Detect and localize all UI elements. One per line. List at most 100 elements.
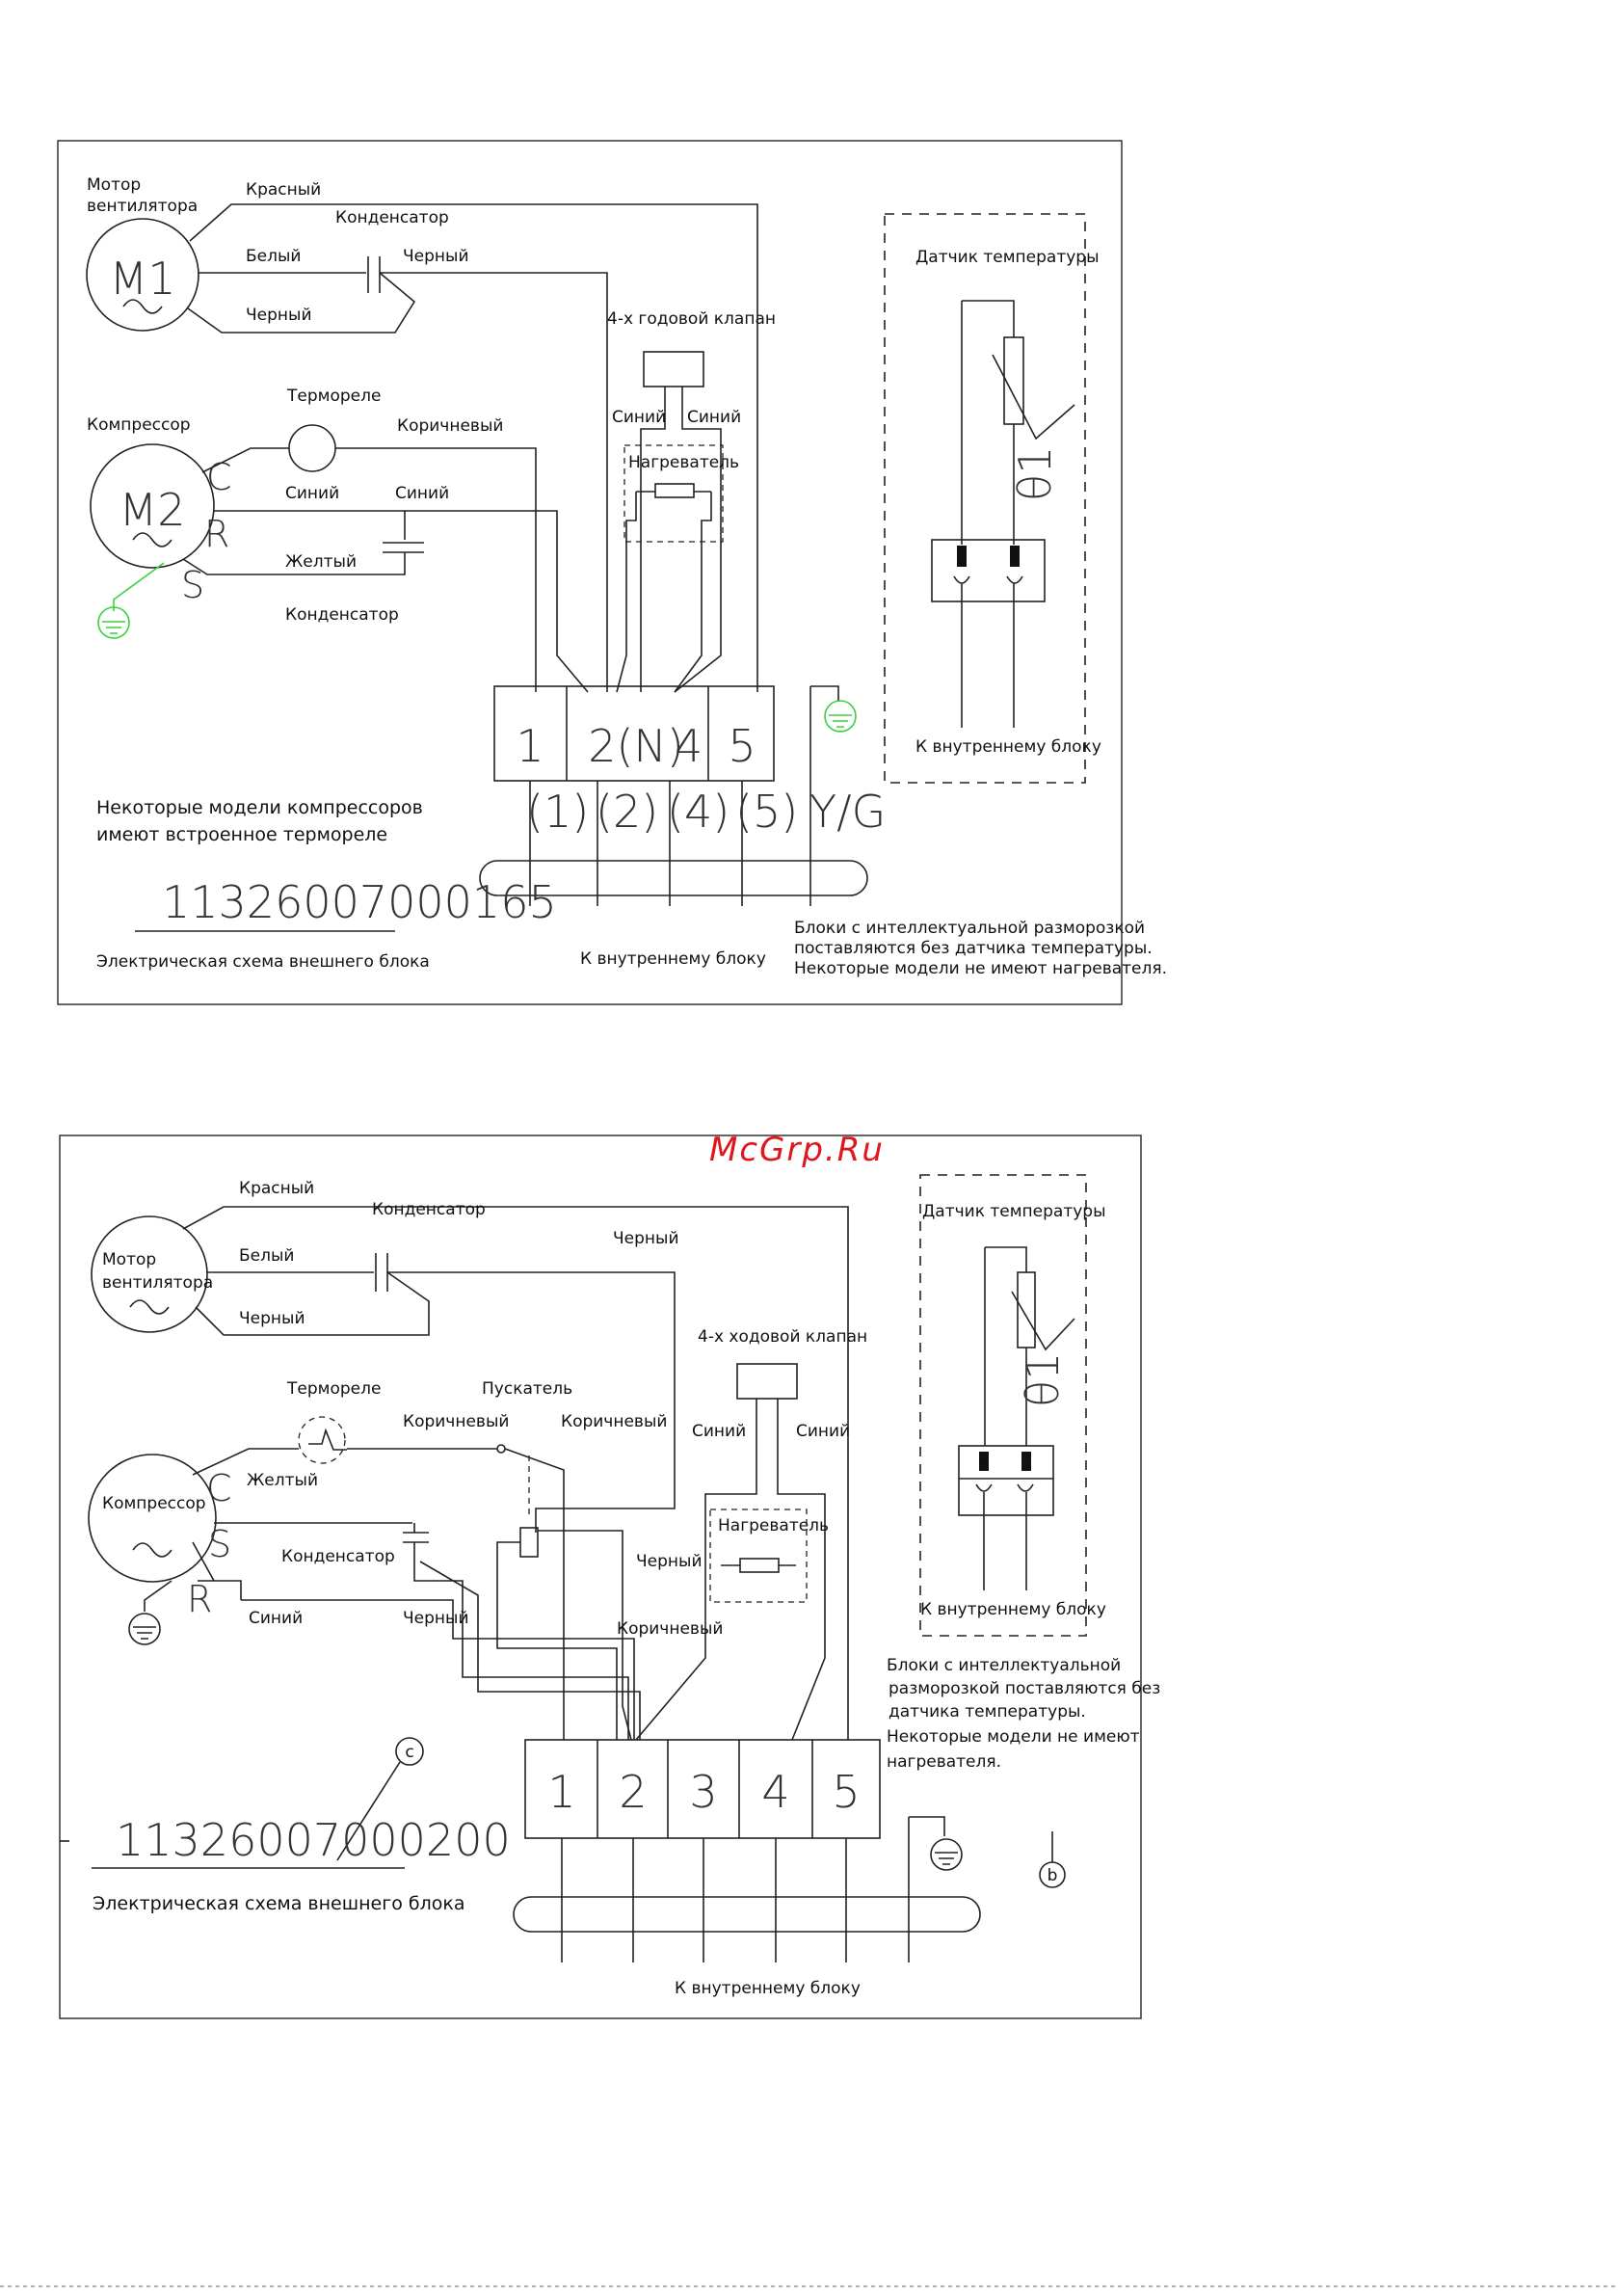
caption-2: Электрическая схема внешнего блока [93, 1893, 464, 1914]
fan-motor-label-1: Мотор [87, 175, 141, 195]
label-term-r-2: R [187, 1578, 212, 1620]
wire-ground-yg [809, 685, 839, 906]
fan-motor-m1-symbol [86, 218, 199, 332]
right-note-2-line-3: датчика температуры. [889, 1702, 1086, 1722]
label-wire-black-2: Черный [246, 306, 312, 325]
starter-switch [504, 1448, 565, 1740]
sensor-bottom-1: К внутреннему блоку [915, 737, 1101, 757]
note-line-2: имеют встроенное термореле [96, 824, 387, 845]
wire-black-from-capacitor [380, 272, 608, 692]
wire-black-comp-2 [419, 1561, 641, 1740]
wire-blue-valve-2b [777, 1399, 826, 1741]
terminal2-5: 5 [832, 1766, 860, 1818]
label-wire-brown-2a: Коричневый [403, 1412, 509, 1431]
wire-blue-valve-2 [674, 387, 722, 693]
terminal-sub-yg: Y/G [809, 786, 886, 838]
sensor-wire-2b [1011, 1291, 1075, 1446]
fan-motor-m1-text: M1 [110, 253, 176, 305]
ground-icon-terminal [824, 700, 857, 733]
to-indoor-2: К внутреннему блоку [675, 1979, 861, 1998]
label-wire-black-comp-2: Черный [403, 1609, 469, 1628]
sensor-connector-2 [958, 1445, 1054, 1516]
wire-compressor-r [192, 1541, 242, 1600]
sensor-wires-down-2 [975, 1483, 1034, 1590]
right-note-1-line-2: поставляются без датчика температуры. [794, 939, 1153, 958]
terminal2-2: 2 [619, 1766, 647, 1818]
wire-heater-a [616, 492, 637, 693]
part-number-2: 11326007000200 [116, 1814, 511, 1866]
wire-heater-b [674, 492, 712, 693]
label-wire-brown-2b: Коричневый [561, 1412, 667, 1431]
cable-clamp-1 [479, 860, 868, 896]
connector-pin-2b [1021, 1452, 1031, 1471]
label-wire-black-fan-2: Черный [239, 1309, 305, 1328]
marker-b: b [1048, 1866, 1058, 1885]
right-note-2-line-4: Некоторые модели не имеют [887, 1727, 1140, 1747]
fan-motor-label-2a: Мотор [102, 1250, 156, 1269]
starter-contact-dot [496, 1444, 506, 1454]
label-four-way-valve-2: 4-х ходовой клапан [698, 1327, 867, 1347]
label-four-way-valve: 4-х годовой клапан [607, 309, 776, 329]
marker-c-leader [336, 1761, 401, 1861]
fan-motor-ac-icon [122, 299, 163, 314]
label-wire-white: Белый [246, 247, 301, 266]
fan-motor-ac-icon-2 [129, 1299, 170, 1315]
right-note-1-line-3: Некоторые модели не имеют нагревателя. [794, 959, 1167, 978]
label-wire-blue-valve-1: Синий [612, 408, 666, 427]
wire-blue-compressor [214, 510, 589, 693]
terminal2-4: 4 [761, 1766, 789, 1818]
ground-icon-compressor [97, 562, 165, 639]
label-wire-white-2: Белый [239, 1246, 294, 1266]
label-wire-yellow-2: Желтый [247, 1471, 318, 1490]
thermistor-icon-1 [1003, 336, 1024, 425]
label-wire-yellow: Желтый [285, 552, 357, 572]
sensor-title-1: Датчик температуры [915, 248, 1100, 267]
compressor-ac-icon-2 [132, 1542, 172, 1558]
label-term-s-2: S [208, 1523, 231, 1565]
label-capacitor-fan: Конденсатор [335, 208, 449, 227]
ground-icon-terminal-2 [930, 1838, 963, 1871]
heater-element-icon-2 [739, 1558, 780, 1573]
sensor-wire-2a [984, 1246, 1027, 1446]
label-term-c-2: C [206, 1467, 232, 1509]
label-capacitor-fan-2: Конденсатор [372, 1200, 486, 1219]
sensor-symbol-1: θ1 [1009, 446, 1061, 501]
label-wire-brown-2c: Коричневый [617, 1619, 723, 1639]
heater-box [623, 444, 724, 543]
label-wire-red: Красный [246, 180, 321, 200]
caption-1: Электрическая схема внешнего блока [96, 952, 430, 972]
wire-blue-valve-2a [635, 1399, 757, 1741]
label-wire-black-top-2: Черный [613, 1229, 679, 1248]
connector-pin-1b [1010, 546, 1020, 567]
right-note-2-line-1: Блоки с интеллектуальной [887, 1656, 1121, 1675]
label-term-r: R [204, 513, 229, 555]
diagram-2: McGrp.Ru Мотор вентилятора Красный Конде… [59, 1131, 1160, 2019]
ground-icon-compressor-2 [128, 1580, 172, 1645]
sensor-wires-down-1 [953, 575, 1023, 728]
thermorelay-contact-2 [308, 1428, 347, 1451]
label-thermorelay: Термореле [286, 387, 381, 406]
label-wire-black-mid-2: Черный [636, 1552, 703, 1571]
right-note-2-line-2: разморозкой поставляются без [889, 1679, 1160, 1698]
terminal-block-2 [524, 1739, 881, 1839]
four-way-valve-coil-2 [736, 1363, 798, 1400]
terminal2-1: 1 [547, 1766, 575, 1818]
wire-yellow-compressor [182, 552, 406, 575]
diagram-2-frame [59, 1135, 1142, 2019]
wire-brown [201, 447, 537, 692]
label-compressor: Компрессор [87, 415, 191, 435]
to-indoor-1: К внутреннему блоку [580, 949, 766, 969]
fan-motor-label-2b: вентилятора [102, 1273, 213, 1293]
sensor-bottom-2: К внутреннему блоку [920, 1600, 1106, 1619]
label-wire-blue-valve-2: Синий [687, 408, 741, 427]
connector-pin-2a [979, 1452, 989, 1471]
label-compressor-2: Компрессор [102, 1494, 206, 1513]
wire-brown-2 [192, 1448, 497, 1476]
label-heater-2: Нагреватель [718, 1516, 829, 1535]
terminal-sub-4: (4) [667, 786, 729, 838]
wire-blue-comp-2 [241, 1599, 635, 1740]
compressor-m2-text: M2 [119, 484, 186, 536]
wire-black-fan-2 [195, 1271, 430, 1336]
wire-black-mid-2 [538, 1530, 632, 1741]
thermorelay-symbol-2 [298, 1416, 346, 1464]
